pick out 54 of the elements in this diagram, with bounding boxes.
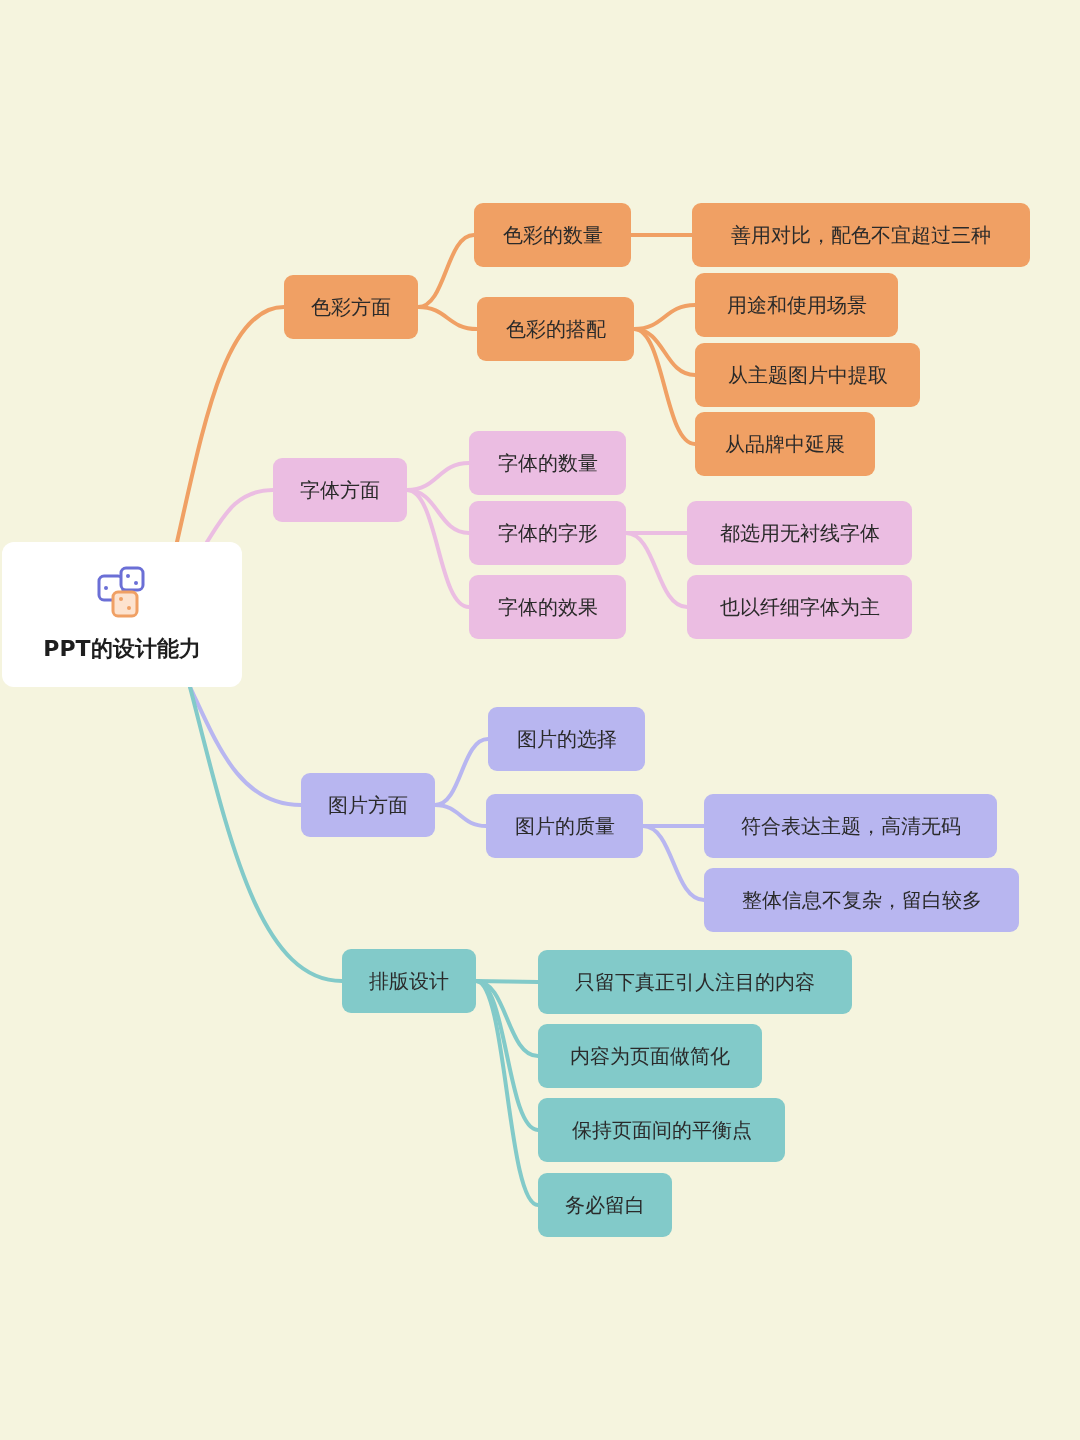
topic-box xyxy=(704,794,997,858)
topic-box xyxy=(284,275,418,339)
topic-label: 色彩方面 xyxy=(311,293,391,321)
topic-box xyxy=(301,773,435,837)
topic-box xyxy=(538,1173,672,1237)
topic-box xyxy=(704,868,1019,932)
topic-box xyxy=(469,431,626,495)
topic-label: 图片的选择 xyxy=(516,725,617,753)
topic-box xyxy=(695,273,898,337)
root-title: PPT的设计能力 xyxy=(43,634,201,663)
branch-line xyxy=(188,685,344,983)
topic-label: 保持页面间的平衡点 xyxy=(571,1116,752,1144)
branch-line xyxy=(416,305,479,331)
branch-line xyxy=(175,305,286,544)
topic-label: 务必留白 xyxy=(565,1191,645,1219)
topic-label: 字体的效果 xyxy=(497,593,598,621)
topic-label: 字体方面 xyxy=(300,476,380,504)
topic-label: 只留下真正引人注目的内容 xyxy=(575,968,815,996)
topic-box xyxy=(695,343,920,407)
topic-label: 从品牌中延展 xyxy=(725,430,845,458)
topic-box xyxy=(474,203,631,267)
topic-box xyxy=(469,575,626,639)
topic-box xyxy=(488,707,645,771)
topic-box xyxy=(273,458,407,522)
topic-label: 内容为页面做简化 xyxy=(570,1042,730,1070)
topic-label: 用途和使用场景 xyxy=(726,291,867,319)
topic-label: 都选用无衬线字体 xyxy=(719,519,880,547)
topic-label: 也以纤细字体为主 xyxy=(719,593,880,621)
topic-label: 图片的质量 xyxy=(514,812,615,840)
topic-label: 整体信息不复杂，留白较多 xyxy=(741,886,982,914)
topic-box xyxy=(692,203,1030,267)
topic-label: 字体的数量 xyxy=(497,449,598,477)
topic-label: 从主题图片中提取 xyxy=(727,361,888,389)
topic-box xyxy=(695,412,875,476)
topic-label: 色彩的搭配 xyxy=(505,315,606,343)
topic-box xyxy=(469,501,626,565)
topic-box xyxy=(342,949,476,1013)
topic-box xyxy=(538,1098,785,1162)
branch-line xyxy=(433,803,488,828)
topic-label: 图片方面 xyxy=(328,791,408,819)
topic-box xyxy=(687,575,912,639)
topic-box xyxy=(538,950,852,1014)
topic-box xyxy=(538,1024,762,1088)
branch-line xyxy=(205,488,275,544)
topic-label: 字体的字形 xyxy=(497,519,598,547)
topic-label: 符合表达主题，高清无码 xyxy=(740,812,961,840)
topic-label: 色彩的数量 xyxy=(502,221,603,249)
topic-box xyxy=(687,501,912,565)
root-card xyxy=(2,542,242,687)
topic-box xyxy=(486,794,643,858)
branch-line xyxy=(629,233,694,237)
topic-label: 善用对比，配色不宜超过三种 xyxy=(731,221,991,249)
topic-label: 排版设计 xyxy=(369,967,449,995)
topic-box xyxy=(477,297,634,361)
